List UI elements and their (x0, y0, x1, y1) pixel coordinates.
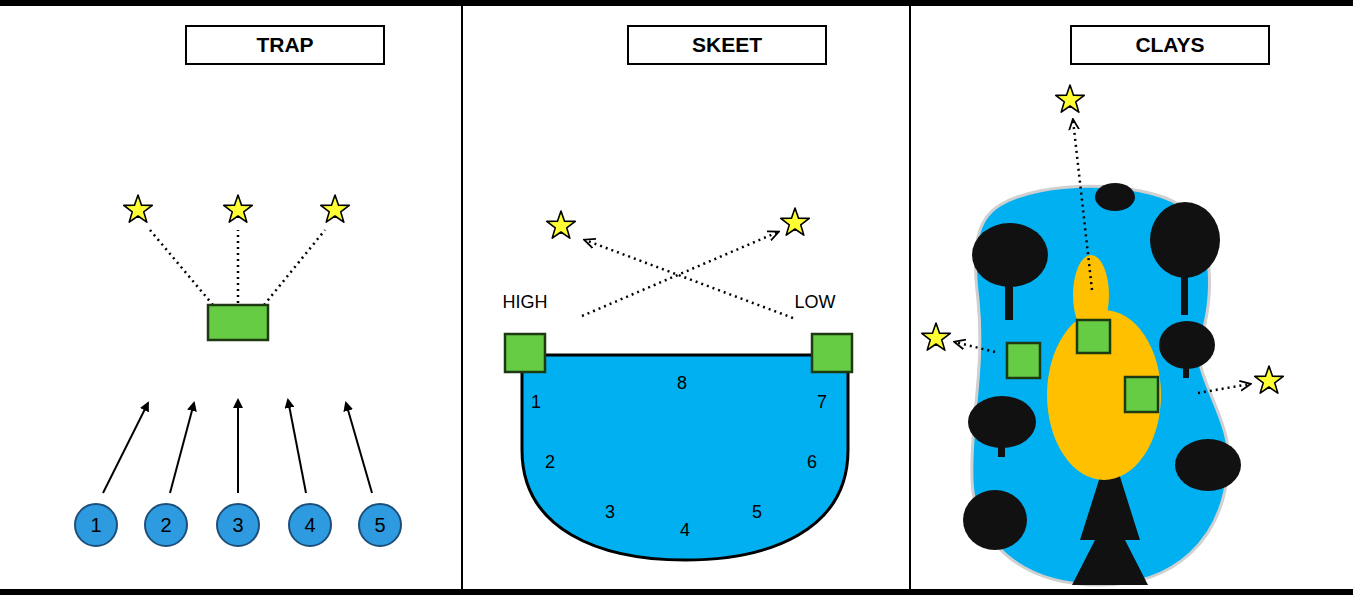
station-number: 6 (807, 452, 817, 473)
shooting-station: 4 (288, 503, 332, 547)
shooting-station: 2 (144, 503, 188, 547)
station-number: 3 (232, 514, 243, 537)
panel-title: SKEET (692, 33, 762, 57)
station-number: 5 (752, 502, 762, 523)
house-label: LOW (794, 292, 835, 313)
station-number: 2 (160, 514, 171, 537)
trap-field (103, 195, 372, 493)
clays-field (922, 85, 1284, 585)
house-label: HIGH (503, 292, 548, 313)
panel-title-box: TRAP (185, 25, 385, 65)
bottom-rule (0, 589, 1353, 595)
station-number: 1 (531, 392, 541, 413)
panel-divider (461, 6, 463, 589)
shooting-station: 3 (216, 503, 260, 547)
station-number: 3 (605, 502, 615, 523)
skeet-field (505, 208, 852, 560)
panel-title: TRAP (256, 33, 313, 57)
station-number: 4 (304, 514, 315, 537)
station-number: 4 (680, 520, 690, 541)
shooting-station: 5 (358, 503, 402, 547)
station-number: 1 (90, 514, 101, 537)
shooting-station: 1 (74, 503, 118, 547)
station-number: 8 (677, 373, 687, 394)
panel-title-box: CLAYS (1070, 25, 1270, 65)
top-rule (0, 0, 1353, 6)
station-number: 5 (374, 514, 385, 537)
station-number: 2 (545, 452, 555, 473)
panel-title: CLAYS (1135, 33, 1204, 57)
station-number: 7 (817, 392, 827, 413)
panel-title-box: SKEET (627, 25, 827, 65)
panel-divider (909, 6, 911, 589)
